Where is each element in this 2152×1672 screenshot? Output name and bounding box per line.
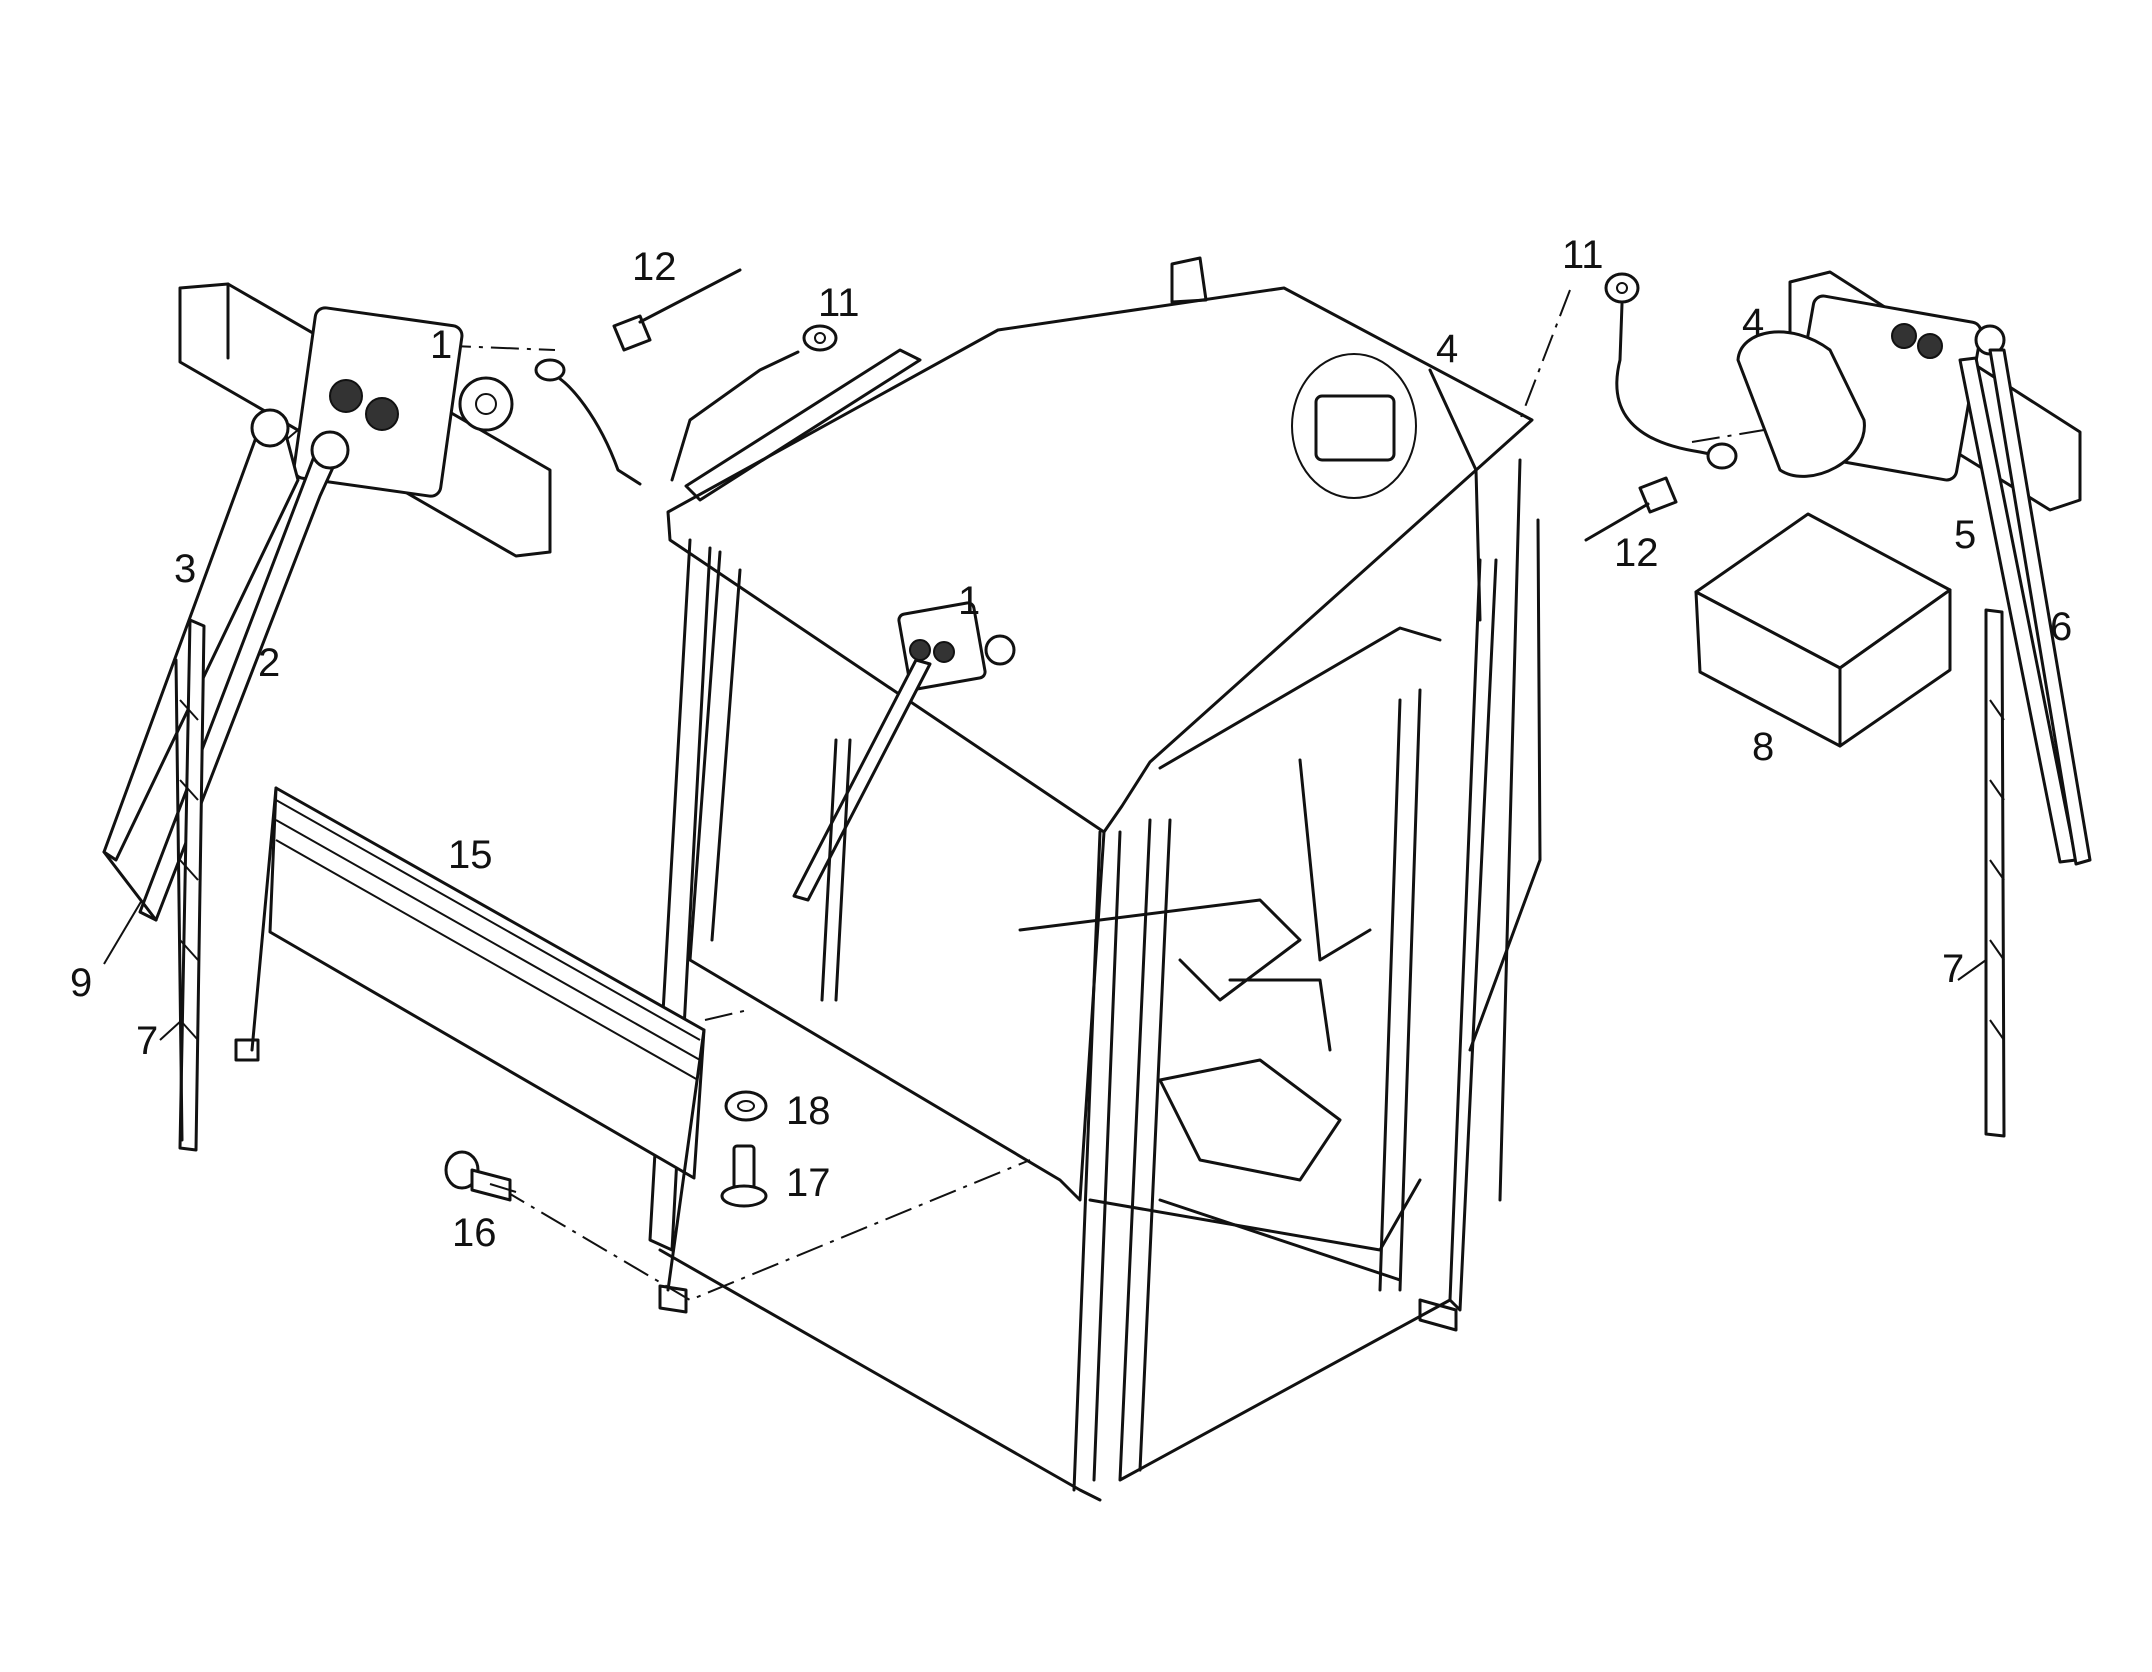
callout-rivet-right: 12 xyxy=(1614,531,1659,575)
callout-rivet-left: 12 xyxy=(632,245,677,289)
leader-lines xyxy=(103,899,1987,1193)
callout-motor-right: 4 xyxy=(1742,301,1764,345)
callout-blade-left: 7 xyxy=(136,1019,158,1063)
callout-arm-2: 2 xyxy=(258,641,280,685)
left-wiper-motor-beam xyxy=(178,282,552,558)
callout-reservoir: 8 xyxy=(1752,725,1774,769)
callout-bolt: 17 xyxy=(786,1161,831,1205)
callout-washer: 18 xyxy=(786,1089,831,1133)
callout-arm-5: 5 xyxy=(1954,513,1976,557)
right-wiper-blade xyxy=(1984,608,2006,1138)
callout-cable-right: 11 xyxy=(1562,233,1604,277)
cab-wiper-motor xyxy=(792,601,1016,1002)
cab-right-motor xyxy=(1291,353,1482,622)
left-cable-rivet xyxy=(534,268,838,486)
right-wiper-motor-beam xyxy=(1736,270,2082,512)
callout-sunblind: 15 xyxy=(448,833,493,877)
callout-arm-3: 3 xyxy=(174,547,196,591)
callout-blade-right: 7 xyxy=(1942,947,1964,991)
callout-labels: 1 1 2 3 4 4 5 6 7 7 8 9 11 11 12 12 15 1… xyxy=(70,233,2072,1255)
callout-motor-cab-right: 4 xyxy=(1436,327,1458,371)
right-cable-rivet xyxy=(1584,272,1738,542)
callout-arm-6: 6 xyxy=(2050,605,2072,649)
right-wiper-arms xyxy=(1958,348,2092,866)
callout-motor-cab: 1 xyxy=(958,579,980,623)
sunblind xyxy=(234,786,706,1314)
callout-cable-left: 11 xyxy=(818,281,860,325)
left-wiper-blade xyxy=(174,618,206,1152)
callout-screw: 16 xyxy=(452,1211,497,1255)
callout-pivot: 9 xyxy=(70,961,92,1005)
cab-frame xyxy=(648,256,1542,1502)
callout-motor-left: 1 xyxy=(430,323,452,367)
washer-reservoir xyxy=(1694,512,1952,748)
